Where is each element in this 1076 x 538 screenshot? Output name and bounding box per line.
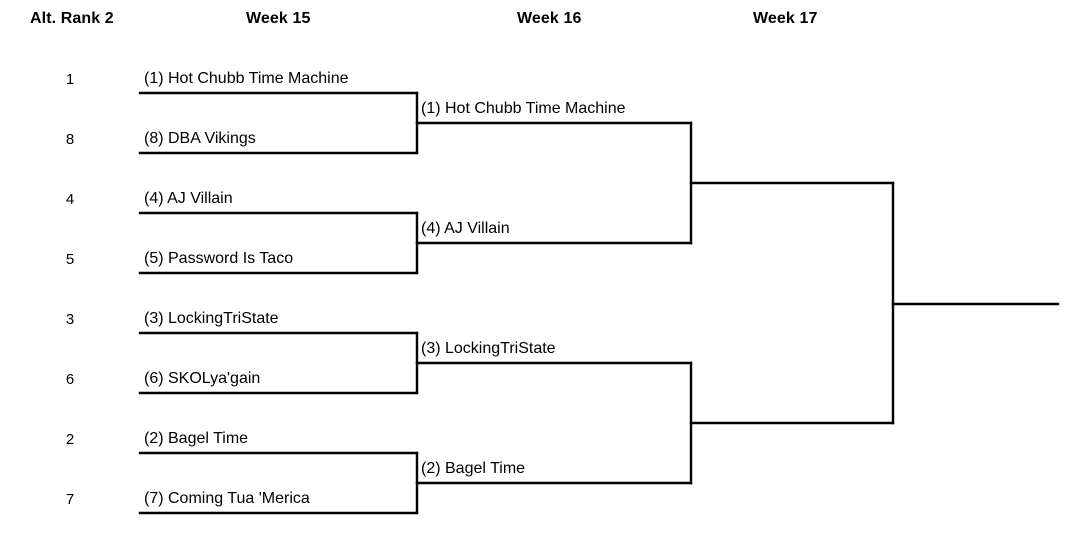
bracket-slot-week16-4[interactable]: (2) Bagel Time [421,460,526,477]
rank-value: 8 [65,131,75,148]
bracket-slot-week15-2[interactable]: (8) DBA Vikings [144,130,256,147]
bracket-slot-week16-1[interactable]: (1) Hot Chubb Time Machine [421,100,626,117]
rank-value: 6 [65,371,75,388]
rank-value: 3 [65,311,75,328]
rank-value: 1 [65,71,75,88]
rank-value: 4 [65,191,75,208]
bracket-slot-week15-6[interactable]: (6) SKOLya'gain [144,370,261,387]
bracket-slot-week15-1[interactable]: (1) Hot Chubb Time Machine [144,70,349,87]
bracket-slot-week15-3[interactable]: (4) AJ Villain [144,190,233,207]
bracket-slot-week15-8[interactable]: (7) Coming Tua 'Merica [144,490,310,507]
column-header-week-17: Week 17 [753,10,818,27]
column-header-rank: Alt. Rank 2 [30,10,114,27]
rank-value: 5 [65,251,75,268]
bracket-slot-week15-7[interactable]: (2) Bagel Time [144,430,249,447]
rank-value: 2 [65,431,75,448]
bracket-slot-week16-3[interactable]: (3) LockingTriState [421,340,556,357]
column-header-week-15: Week 15 [246,10,311,27]
bracket-slot-week15-4[interactable]: (5) Password Is Taco [144,250,294,267]
column-header-week-16: Week 16 [517,10,582,27]
bracket-slot-week16-2[interactable]: (4) AJ Villain [421,220,510,237]
bracket-slot-week15-5[interactable]: (3) LockingTriState [144,310,279,327]
rank-value: 7 [65,491,75,508]
